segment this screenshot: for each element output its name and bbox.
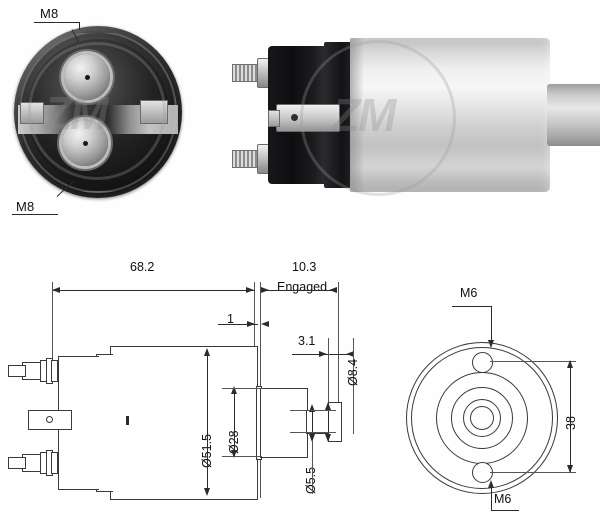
extline-tip-a (328, 338, 329, 434)
end-boss-circle-inner (451, 387, 513, 449)
plunger-shaft (547, 84, 600, 146)
dimarrow-tip-right (346, 350, 354, 357)
dimline-shaft-diameter (312, 406, 313, 440)
stud-centre-hole (82, 140, 88, 146)
m8-callout-top: M8 (40, 5, 58, 23)
solenoid-side-photo: ZM (232, 28, 600, 200)
extline-shaft-top (290, 410, 336, 411)
m6-leader-vert-bottom (491, 486, 492, 510)
dimarrow-up (566, 360, 573, 368)
stud-thread (232, 150, 260, 168)
dimline-tip-diameter (328, 404, 329, 440)
dimline-flange-thickness (218, 324, 258, 325)
dim-tip-offset: 3.1 (298, 334, 316, 348)
extline-shaft-bottom (290, 432, 336, 433)
dimline-body-diameter (207, 350, 208, 494)
dim-overall-length: 68.2 (130, 260, 155, 274)
dimarrow-left (52, 286, 60, 293)
dimarrow-down (324, 434, 331, 442)
dimarrow-tip-left (319, 350, 327, 357)
extline-hole-top (490, 361, 576, 362)
m8-callout-top-text: M8 (40, 6, 59, 21)
m6-callout-top: M6 (460, 286, 478, 300)
dimarrow-down (203, 488, 210, 496)
contact-pad-right (140, 100, 168, 124)
extline-left (52, 282, 53, 360)
dimline-nose-diameter (234, 388, 235, 456)
m8-leader-underline-top (34, 22, 80, 23)
dimline-hole-distance (570, 361, 571, 472)
nose-outline (260, 388, 308, 458)
end-bore-circle-outer (463, 399, 501, 437)
dim-shaft-diameter: Ø5.5 (304, 466, 318, 494)
dim-plunger-travel: 10.3 (292, 260, 317, 274)
stud-centre-hole (84, 74, 90, 80)
extline-hole-bottom (490, 472, 576, 473)
dim-hole-centre-distance: 38 (564, 416, 578, 430)
solenoid-body-outline (110, 346, 258, 500)
m6-callout-bottom: M6 (494, 492, 512, 506)
m8-callout-bottom: M8 (16, 198, 34, 216)
solenoid-barrel-body (350, 38, 550, 192)
extline-nose-bottom (222, 456, 262, 457)
dimline-plunger-travel (261, 290, 337, 291)
dimarrow-up (230, 386, 237, 394)
dimline-overall-length (52, 290, 254, 291)
m8-terminal-stud-bottom (62, 120, 108, 166)
m6-leader-underline-top (452, 306, 492, 307)
extline-travel-end (338, 282, 339, 432)
dimarrow-left (261, 286, 269, 293)
end-outer-circle-inner (411, 347, 553, 489)
dimarrow-down (308, 434, 315, 442)
m6-leader-vert-top (491, 306, 492, 342)
dim-tip-diameter: Ø8.4 (346, 358, 360, 386)
dimarrow-down (566, 465, 573, 473)
dimarrow-down (230, 450, 237, 458)
dimarrow-up (203, 348, 210, 356)
dimarrow-right (246, 286, 254, 293)
extline-shaft-drop (312, 440, 313, 494)
solenoid-front-photo: ZM (14, 26, 182, 198)
dimarrow-up (324, 402, 331, 410)
extline-tip-b (353, 338, 354, 434)
stud-thread (232, 64, 260, 82)
m8-terminal-stud-top (64, 54, 110, 100)
dim-flange-thickness: 1 (227, 312, 234, 326)
m6-hole-top (472, 352, 493, 373)
dimarrow-flange-left (247, 320, 255, 327)
dimarrow-up (308, 404, 315, 412)
contact-pad-left (20, 102, 44, 124)
m6-leader-underline-bottom (491, 510, 519, 511)
m8-leader-vert-top (79, 22, 80, 30)
m8-callout-bottom-text: M8 (16, 199, 35, 214)
side-elevation-drawing: 68.2 10.3 Engaged 1 3.1 (8, 258, 368, 526)
spade-terminal-tab (268, 104, 340, 132)
m8-leader-underline-bottom (12, 214, 58, 215)
dimarrow-right (329, 286, 337, 293)
end-outer-circle (406, 342, 558, 494)
end-bore-circle (470, 406, 494, 430)
dimarrow-flange-right (261, 320, 269, 327)
m6-leader-arrow-bottom (487, 480, 494, 488)
end-elevation-drawing: M6 38 M6 (398, 286, 594, 524)
extline-nose-top (222, 388, 262, 389)
dim-plunger-travel-note: Engaged (277, 280, 328, 294)
body-centre-mark (126, 416, 129, 425)
